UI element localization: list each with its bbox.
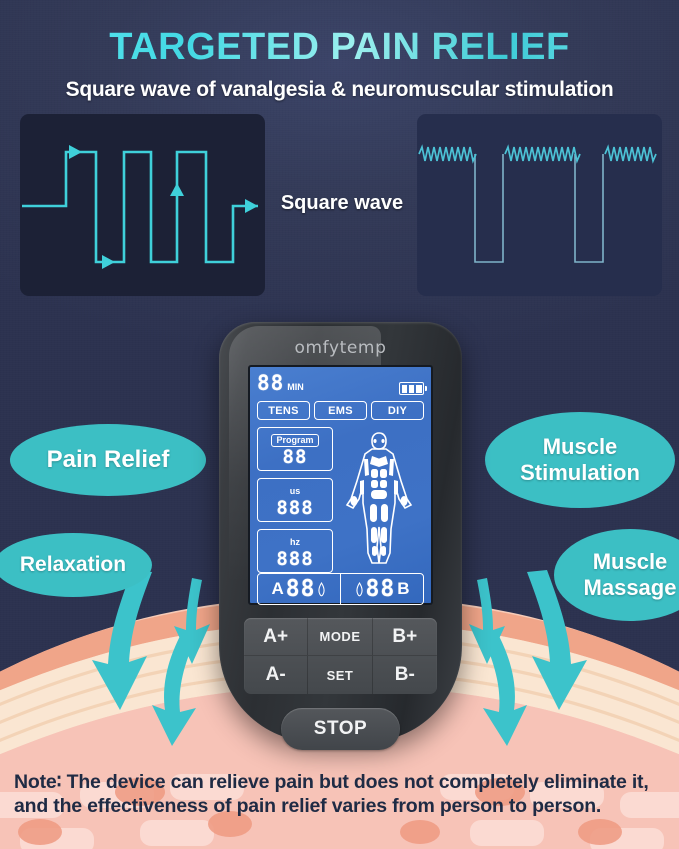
- channel-a: A 88: [258, 574, 340, 604]
- page-title: TARGETED PAIN RELIEF: [0, 26, 679, 69]
- channel-a-letter: A: [271, 579, 284, 598]
- disclaimer-note: Note∶ The device can relieve pain but do…: [14, 771, 649, 818]
- key-a-minus[interactable]: A-: [244, 656, 309, 694]
- square-wave-panel-right: [417, 114, 662, 296]
- square-wave-label: Square wave: [280, 192, 404, 214]
- channel-intensity-bar: A 88 88 B: [257, 573, 424, 605]
- human-body-icon: [345, 432, 412, 564]
- battery-icon: [399, 382, 427, 395]
- program-field: Program 88: [257, 427, 333, 471]
- tab-tens[interactable]: TENS: [257, 401, 310, 420]
- frequency-field: hz 888: [257, 529, 333, 573]
- badge-relaxation: Relaxation: [0, 533, 152, 597]
- badge-muscle-stimulation: Muscle Stimulation: [485, 412, 675, 508]
- electrode-pad-icon: [355, 581, 363, 596]
- electrode-pad-icon: [318, 581, 326, 596]
- channel-b: 88 B: [340, 574, 423, 604]
- frequency-value: 888: [276, 548, 314, 570]
- key-mode[interactable]: MODE: [308, 618, 373, 656]
- tab-diy[interactable]: DIY: [371, 401, 424, 420]
- key-b-plus[interactable]: B+: [372, 618, 437, 656]
- modulated-square-wave-diagram: [418, 144, 657, 263]
- badge-muscle-stimulation-line2: Stimulation: [520, 460, 640, 485]
- pulse-width-value: 888: [276, 497, 314, 519]
- key-b-minus[interactable]: B-: [394, 664, 415, 685]
- channel-b-letter: B: [397, 579, 410, 598]
- square-wave-panel-left: [20, 114, 265, 296]
- brand-logo: omfytemp: [294, 338, 387, 358]
- badge-muscle-stimulation-line1: Muscle: [542, 434, 618, 460]
- channel-a-value: 88: [285, 575, 316, 602]
- badge-muscle-massage-line1: Muscle: [592, 549, 668, 575]
- badge-pain-relief: Pain Relief: [10, 424, 206, 496]
- lcd-main-area: Program 88 us 888 hz 888: [257, 427, 424, 573]
- key-a-plus[interactable]: A+: [244, 618, 309, 656]
- square-wave-diagram: [22, 145, 258, 269]
- frequency-label: hz: [290, 537, 300, 547]
- timer-unit: MIN: [287, 382, 304, 392]
- badge-pain-relief-label: Pain Relief: [46, 445, 170, 473]
- tab-ems[interactable]: EMS: [314, 401, 367, 420]
- channel-b-value: 88: [365, 575, 396, 602]
- pulse-width-label: us: [289, 486, 301, 496]
- page-subtitle: Square wave of vanalgesia & neuromuscula…: [65, 78, 614, 101]
- timer-value: 88: [257, 371, 285, 395]
- badge-muscle-massage: Muscle Massage: [554, 529, 679, 621]
- lcd-mode-tabs: TENS EMS DIY: [257, 401, 424, 420]
- badge-muscle-massage-line2: Massage: [583, 575, 677, 600]
- program-value: 88: [282, 446, 308, 468]
- device-keypad: A+ MODE B+ A- SET B-: [244, 618, 437, 694]
- badge-relaxation-label: Relaxation: [19, 552, 127, 576]
- stop-button[interactable]: STOP: [281, 708, 400, 750]
- lcd-parameter-column: Program 88 us 888 hz 888: [257, 427, 333, 573]
- pulse-width-field: us 888: [257, 478, 333, 522]
- program-label: Program: [271, 434, 319, 447]
- key-set[interactable]: SET: [308, 656, 373, 694]
- body-figure-area: [333, 427, 424, 567]
